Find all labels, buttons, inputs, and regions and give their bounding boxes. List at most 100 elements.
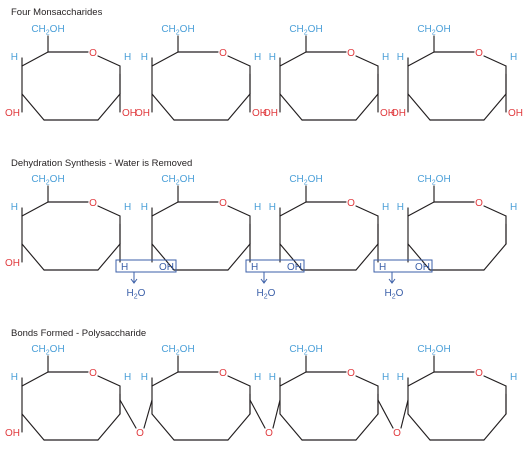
glycosidic-bond <box>377 399 394 429</box>
hydroxymethyl-group: CH2OH <box>417 174 450 187</box>
ring-bond <box>97 375 121 387</box>
hydroxyl-group: OH <box>5 258 20 269</box>
hydrogen-atom: H <box>269 52 276 63</box>
ring-bond <box>227 243 251 271</box>
ring-bond <box>97 413 121 441</box>
ring-bond <box>483 55 507 67</box>
hydroxyl-group: OH <box>391 108 406 119</box>
ring-bond <box>355 205 379 217</box>
removed-hydroxyl: OH <box>415 262 430 273</box>
ring-bond <box>407 413 431 441</box>
ring-bond <box>151 201 179 217</box>
ring-bond <box>151 243 175 271</box>
ring-bond <box>227 55 251 67</box>
arrow-down-icon <box>130 278 138 284</box>
ring-bond <box>227 413 251 441</box>
section-title-dehydration: Dehydration Synthesis - Water is Removed <box>11 158 193 169</box>
glycosidic-oxygen: O <box>136 428 144 439</box>
ring-bond <box>97 93 121 121</box>
hydrogen-atom: H <box>141 52 148 63</box>
ring-bond <box>21 93 45 121</box>
ring-bond <box>407 51 435 67</box>
ring-bond <box>21 201 49 217</box>
ring-bond <box>151 51 179 67</box>
ring-bond <box>355 55 379 67</box>
ring-bond <box>483 413 507 441</box>
hydroxyl-group: OH <box>263 108 278 119</box>
ring-bond <box>227 375 251 387</box>
hydroxymethyl-group: CH2OH <box>161 344 194 357</box>
hydrogen-atom: H <box>397 372 404 383</box>
hydrogen-atom: H <box>11 202 18 213</box>
ring-oxygen: O <box>475 48 483 59</box>
hydrogen-atom: H <box>510 52 517 63</box>
ring-bond <box>355 375 379 387</box>
glycosidic-bond <box>249 399 266 429</box>
hydrogen-atom: H <box>397 52 404 63</box>
glycosidic-oxygen: O <box>265 428 273 439</box>
hydroxyl-group: OH <box>508 108 523 119</box>
ring-bond <box>407 371 435 387</box>
ring-bond <box>407 93 431 121</box>
hydroxymethyl-group: CH2OH <box>289 344 322 357</box>
removed-hydrogen: H <box>251 262 258 273</box>
water-removal-box <box>373 259 433 273</box>
hydroxyl-group: OH <box>380 108 395 119</box>
removed-hydrogen: H <box>379 262 386 273</box>
hydrogen-atom: H <box>124 372 131 383</box>
glycosidic-bond <box>143 399 153 429</box>
water-molecule: H2O <box>127 288 146 301</box>
hydrogen-atom: H <box>510 202 517 213</box>
section-title-monosaccharides: Four Monsaccharides <box>11 7 103 18</box>
ring-oxygen: O <box>219 198 227 209</box>
ring-bond <box>227 93 251 121</box>
ring-bond <box>279 201 307 217</box>
ring-bond <box>151 93 175 121</box>
ring-bond <box>355 243 379 271</box>
hydroxymethyl-group: CH2OH <box>417 344 450 357</box>
hydroxymethyl-group: CH2OH <box>161 174 194 187</box>
ring-bond <box>279 51 307 67</box>
hydrogen-atom: H <box>124 52 131 63</box>
ring-bond <box>355 413 379 441</box>
hydrogen-atom: H <box>382 202 389 213</box>
hydroxyl-group: OH <box>5 108 20 119</box>
ring-bond <box>21 243 45 271</box>
ring-bond <box>279 413 303 441</box>
glycosidic-bond <box>272 399 281 429</box>
ring-bond <box>407 201 435 217</box>
ring-bond <box>227 205 251 217</box>
water-molecule: H2O <box>385 288 404 301</box>
hydroxymethyl-group: CH2OH <box>31 174 64 187</box>
hydrogen-atom: H <box>141 372 148 383</box>
hydroxymethyl-group: CH2OH <box>31 24 64 37</box>
hydroxymethyl-group: CH2OH <box>417 24 450 37</box>
ring-bond <box>97 55 121 67</box>
hydroxymethyl-group: CH2OH <box>289 24 322 37</box>
water-removal-box <box>245 259 305 273</box>
arrow-down-icon <box>388 278 396 284</box>
ring-bond <box>151 413 175 441</box>
hydrogen-atom: H <box>11 52 18 63</box>
removed-hydroxyl: OH <box>159 262 174 273</box>
hydroxyl-group: OH <box>122 108 137 119</box>
hydrogen-atom: H <box>382 52 389 63</box>
hydroxymethyl-group: CH2OH <box>31 344 64 357</box>
hydrogen-atom: H <box>124 202 131 213</box>
hydrogen-atom: H <box>397 202 404 213</box>
hydrogen-atom: H <box>141 202 148 213</box>
hydrogen-atom: H <box>382 372 389 383</box>
ring-bond <box>355 93 379 121</box>
ring-bond <box>279 243 303 271</box>
ring-bond <box>151 371 179 387</box>
ring-oxygen: O <box>347 48 355 59</box>
section-title-polysaccharide: Bonds Formed - Polysaccharide <box>11 328 147 339</box>
glycosidic-oxygen: O <box>393 428 401 439</box>
glycosidic-bond <box>400 399 409 429</box>
ring-bond <box>97 243 121 271</box>
removed-hydrogen: H <box>121 262 128 273</box>
ring-oxygen: O <box>219 48 227 59</box>
hydrogen-atom: H <box>269 202 276 213</box>
water-removal-box <box>115 259 177 273</box>
hydroxymethyl-group: CH2OH <box>161 24 194 37</box>
